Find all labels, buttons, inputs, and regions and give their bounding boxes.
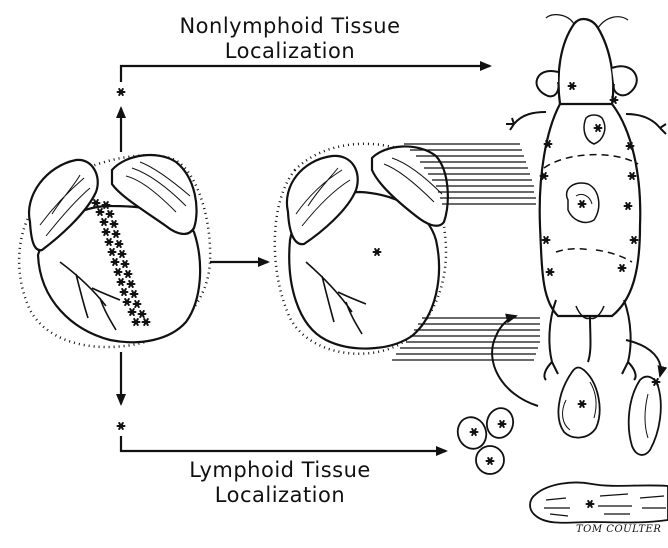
target-heart — [275, 144, 448, 354]
mouse-illustration — [506, 15, 666, 380]
thymus-lobes — [558, 368, 599, 438]
mouse-foreleg-right — [626, 114, 666, 134]
nonlymphoid-label: Nonlymphoid Tissue Localization — [170, 14, 410, 64]
bone-marrow — [530, 482, 668, 522]
mouse-ear-right — [612, 66, 637, 95]
nonlymphoid-label-line2: Localization — [170, 39, 410, 64]
mouse-tail — [588, 316, 591, 362]
upper-asterisk — [118, 89, 125, 95]
artist-signature: TOM COULTER — [576, 524, 661, 535]
upper-pathway — [118, 66, 491, 152]
mouse-foreleg-left — [506, 112, 546, 130]
source-heart — [19, 155, 210, 347]
lymphoid-label-line1: Lymphoid Tissue — [160, 458, 400, 483]
spleen — [629, 377, 661, 455]
lymphoid-label-line2: Localization — [160, 483, 400, 508]
mouse-ear-left — [537, 71, 559, 96]
mouse-head — [559, 19, 614, 114]
lower-pathway — [118, 352, 447, 451]
lymphoid-label: Lymphoid Tissue Localization — [160, 458, 400, 508]
lower-asterisk — [118, 423, 125, 429]
nonlymphoid-label-line1: Nonlymphoid Tissue — [170, 14, 410, 39]
lymph-nodes — [453, 405, 516, 474]
